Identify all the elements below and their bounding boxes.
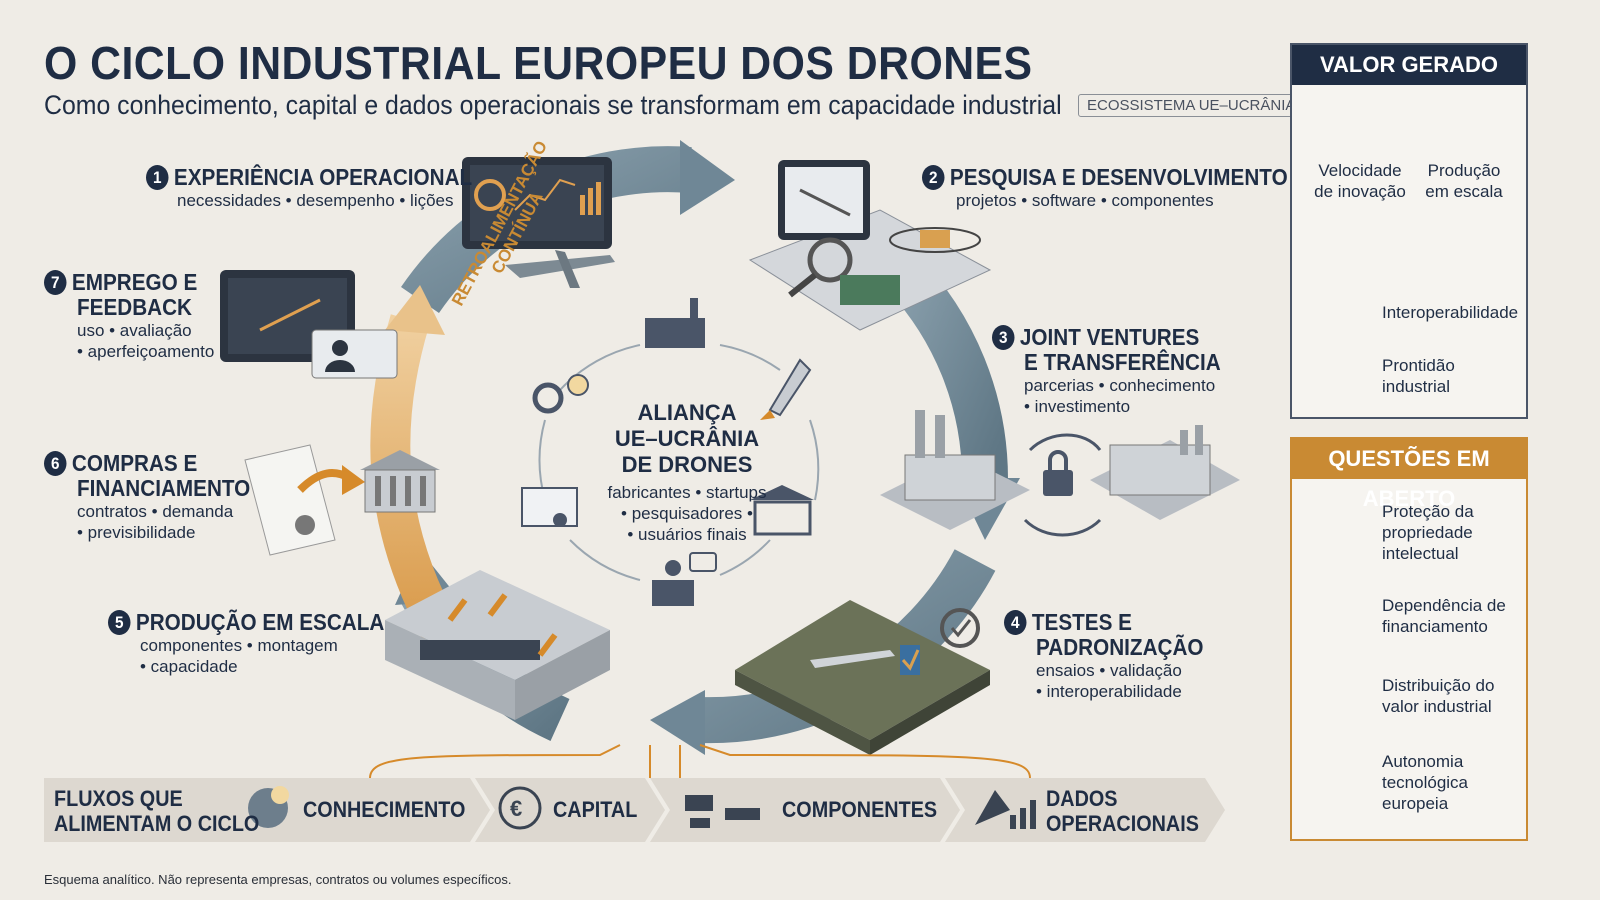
center-sub-line1: fabricantes • startups	[607, 483, 767, 502]
feedback-illustration	[220, 270, 398, 379]
step-sub-line2: • aperfeiçoamento	[77, 342, 215, 361]
value-item-line1: Produção	[1427, 161, 1501, 180]
step-number: 4	[1004, 610, 1027, 635]
step-title: PESQUISA E DESENVOLVIMENTO	[949, 164, 1288, 190]
question-funding: Dependência de financiamento	[1382, 595, 1506, 637]
question-autonomy: Autonomia tecnológica europeia	[1382, 751, 1468, 814]
step-title-line2: FEEDBACK	[77, 294, 193, 320]
step-number: 1	[146, 165, 169, 190]
step-subtitle: necessidades • desempenho • lições	[177, 191, 454, 210]
questions-panel-title: QUESTÕES EM ABERTO	[1292, 439, 1526, 511]
question-line2: propriedade	[1382, 523, 1473, 542]
step-sub-line1: uso • avaliação	[77, 321, 192, 340]
flow-components: COMPONENTES	[782, 797, 938, 822]
center-sub-line2: • pesquisadores •	[621, 504, 753, 523]
center-sub-line3: • usuários finais	[627, 525, 747, 544]
step-title-line2: FINANCIAMENTO	[77, 475, 251, 501]
question-ip: Proteção da propriedade intelectual	[1382, 501, 1474, 564]
flows-title-line2: ALIMENTAM O CICLO	[54, 811, 260, 836]
questions-panel: QUESTÕES EM ABERTO Proteção da proprieda…	[1290, 437, 1528, 841]
flow-data-line2: OPERACIONAIS	[1046, 811, 1199, 836]
step-number: 2	[922, 165, 945, 190]
center-subtitle: fabricantes • startups • pesquisadores •…	[592, 482, 782, 545]
step-title-line2: PADRONIZAÇÃO	[1036, 634, 1204, 660]
question-line1: Proteção da	[1382, 502, 1474, 521]
value-item-line1: Prontidão	[1382, 356, 1455, 375]
procurement-illustration	[244, 444, 440, 556]
center-icons	[521, 298, 814, 606]
step-subtitle: projetos • software • componentes	[956, 191, 1214, 210]
value-item-line2: industrial	[1382, 377, 1451, 396]
question-line3: intelectual	[1382, 544, 1459, 563]
step-sub-line1: contratos • demanda	[77, 502, 234, 521]
question-line2: tecnológica	[1382, 773, 1469, 792]
flows-title-line1: FLUXOS QUE	[54, 786, 183, 811]
ecosystem-tag: ECOSSISTEMA UE–UCRÂNIA	[1078, 94, 1305, 117]
step-number: 7	[44, 270, 67, 295]
dashboard-illustration	[462, 157, 615, 288]
step-title: PRODUÇÃO EM ESCALA	[135, 609, 385, 635]
center-title: ALIANÇA UE–UCRÂNIA DE DRONES	[592, 400, 782, 478]
step-title: EXPERIÊNCIA OPERACIONAL	[173, 164, 473, 190]
flows-title: FLUXOS QUE ALIMENTAM O CICLO	[54, 786, 259, 836]
step-number: 3	[992, 325, 1015, 350]
rnd-illustration	[748, 160, 992, 331]
value-item-scale: Produção em escala	[1420, 160, 1508, 202]
flow-capital: CAPITAL	[553, 797, 638, 822]
flow-operational-data: DADOS OPERACIONAIS	[1046, 786, 1199, 836]
step-sub-line2: • investimento	[1024, 397, 1131, 416]
step-sub-line2: • previsibilidade	[77, 523, 196, 542]
question-line1: Autonomia	[1382, 752, 1464, 771]
step-title-line1: EMPREGO E	[71, 269, 198, 295]
question-line1: Dependência de	[1382, 596, 1506, 615]
inner-cycle	[538, 344, 820, 581]
flow-knowledge: CONHECIMENTO	[303, 797, 466, 822]
center-title-line1: ALIANÇA	[637, 400, 737, 425]
footnote: Esquema analítico. Não representa empres…	[44, 872, 512, 887]
step-title-line2: E TRANSFERÊNCIA	[1024, 349, 1221, 375]
question-line1: Distribuição do	[1382, 676, 1495, 695]
question-line3: europeia	[1382, 794, 1449, 813]
value-panel-title: VALOR GERADO	[1292, 45, 1526, 85]
center-title-line2: UE–UCRÂNIA	[614, 426, 760, 451]
step-title-line1: TESTES E	[1031, 609, 1132, 635]
question-line2: financiamento	[1382, 617, 1488, 636]
value-item-line2: de inovação	[1314, 182, 1406, 201]
step-sub-line1: ensaios • validação	[1036, 661, 1182, 680]
step-sub-line1: parcerias • conhecimento	[1024, 376, 1216, 395]
step-sub-line1: componentes • montagem	[140, 636, 338, 655]
value-item-line1: Velocidade	[1318, 161, 1402, 180]
value-item-line2: em escala	[1425, 182, 1503, 201]
flow-data-line1: DADOS	[1046, 786, 1118, 811]
step-title-line1: JOINT VENTURES	[1019, 324, 1200, 350]
step-sub-line2: • interoperabilidade	[1036, 682, 1182, 701]
step-sub-line2: • capacidade	[140, 657, 238, 676]
question-line2: valor industrial	[1382, 697, 1492, 716]
factory-jv-illustration	[880, 410, 1240, 537]
value-item-interop: Interoperabilidade	[1382, 303, 1519, 322]
page-title: O CICLO INDUSTRIAL EUROPEU DOS DRONES	[44, 37, 1033, 89]
step-number: 5	[108, 610, 131, 635]
page-subtitle: Como conhecimento, capital e dados opera…	[44, 90, 1062, 120]
step-title-line1: COMPRAS E	[71, 450, 198, 476]
question-value-distribution: Distribuição do valor industrial	[1382, 675, 1494, 717]
step-number: 6	[44, 451, 67, 476]
flows-chevrons: €	[44, 744, 1225, 842]
center-title-line3: DE DRONES	[621, 452, 753, 477]
value-item-readiness: Prontidão industrial	[1382, 355, 1455, 397]
production-illustration	[385, 570, 610, 720]
testing-illustration	[735, 600, 990, 755]
value-item-innovation: Velocidade de inovação	[1310, 160, 1410, 202]
svg-text:€: €	[510, 796, 522, 821]
value-panel: VALOR GERADO Velocidade de inovação Prod…	[1290, 43, 1528, 419]
